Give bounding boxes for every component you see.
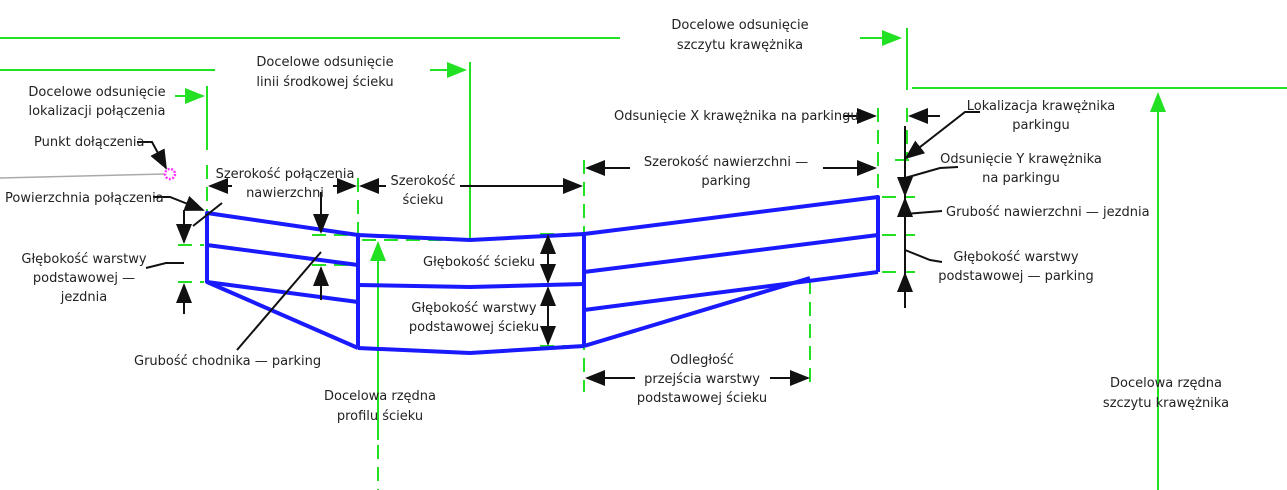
label-road-pave-thickness: Grubość nawierzchni — jezdnia xyxy=(946,205,1150,220)
label-connection-surface: Powierzchnia połączenia xyxy=(5,191,164,206)
label-parking-curb-x-offset: Odsunięcie X krawężnika na parkingu xyxy=(614,109,859,124)
target-lines xyxy=(0,28,1287,490)
dimension-leaders xyxy=(137,108,980,386)
label-attachment-point: Punkt dołączenia xyxy=(34,135,145,150)
label-parking-pave-width: Szerokość nawierzchni —parking xyxy=(644,155,808,189)
label-parking-sidewalk-thickness: Grubość chodnika — parking xyxy=(134,354,321,369)
attachment-point-icon xyxy=(163,167,177,181)
label-gutter-depth: Głębokość ścieku xyxy=(423,255,535,270)
cross-section xyxy=(205,195,880,355)
